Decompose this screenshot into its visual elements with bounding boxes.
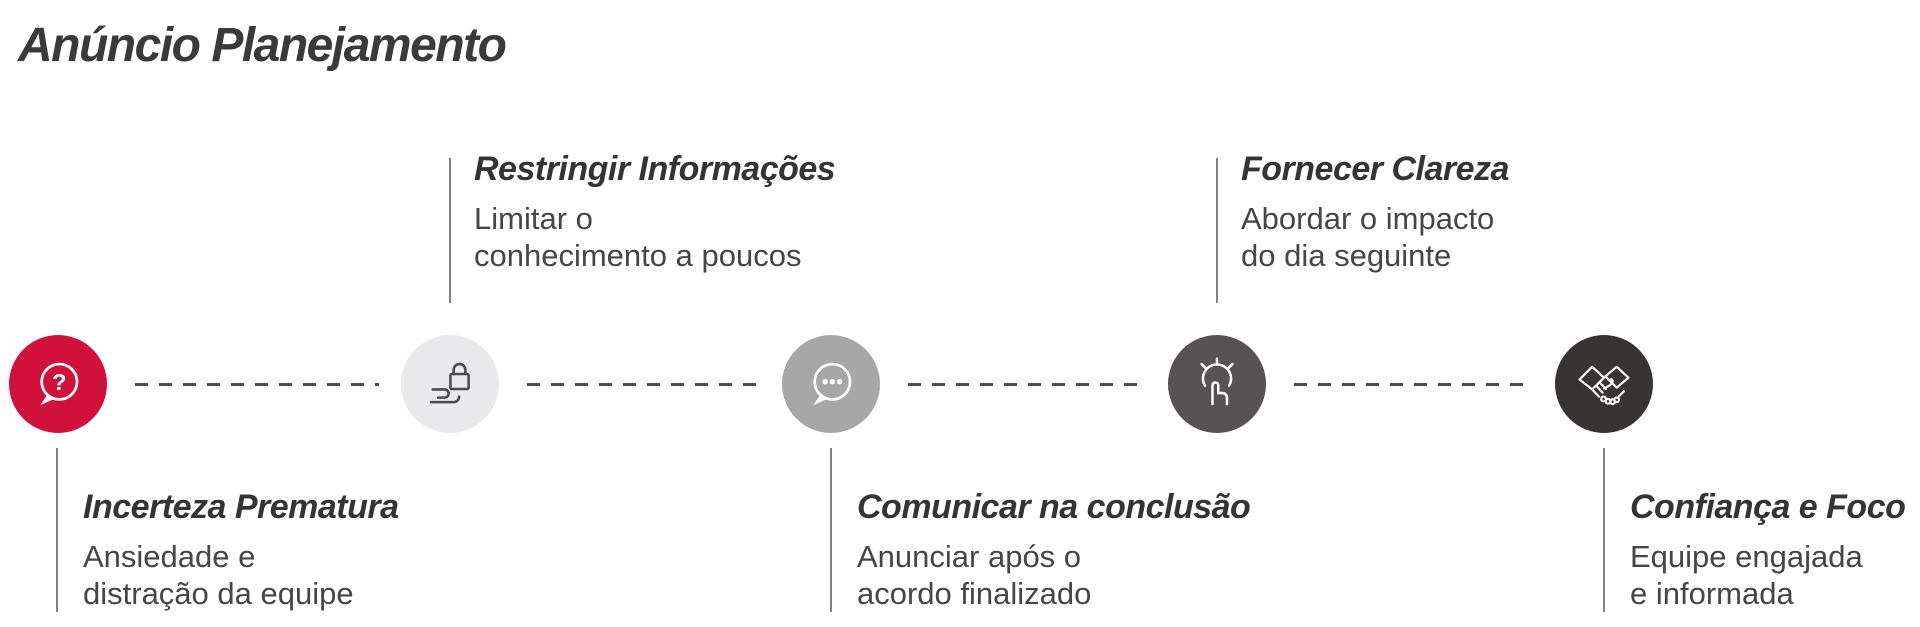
page-title: Anúncio Planejamento	[18, 19, 507, 72]
hand-lock-icon	[429, 362, 470, 404]
dashed-connector-4	[1294, 383, 1530, 386]
connector-line-node-4	[1216, 158, 1218, 303]
dashed-connector-2	[527, 383, 757, 386]
connector-line-node-1	[56, 448, 58, 612]
node-circle-clareza	[1168, 335, 1266, 433]
node-label-restringir: Restringir Informações Limitar o conheci…	[474, 146, 836, 274]
node-description: Anunciar após o acordo finalizado	[857, 539, 1092, 611]
node-title: Incerteza Prematura	[83, 488, 399, 526]
connector-line-node-5	[1603, 448, 1605, 612]
node-description: Limitar o conhecimento a poucos	[474, 201, 802, 273]
node-circle-confianca	[1555, 335, 1653, 433]
node-title: Comunicar na conclusão	[857, 488, 1251, 526]
node-description: Abordar o impacto do dia seguinte	[1241, 201, 1495, 273]
node-title: Fornecer Clareza	[1241, 150, 1509, 188]
node-label-clareza: Fornecer Clareza Abordar o impacto do di…	[1241, 146, 1509, 274]
node-circle-incerteza: ?	[9, 335, 107, 433]
handshake-icon	[1578, 365, 1630, 406]
node-circle-comunicar	[782, 335, 880, 433]
node-title: Restringir Informações	[474, 150, 836, 188]
question-bubble-icon: ?	[40, 362, 79, 406]
connector-line-node-3	[830, 448, 832, 612]
svg-text:?: ?	[52, 369, 66, 395]
node-label-confianca: Confiança e Foco Equipe engajada e infor…	[1630, 484, 1906, 612]
chat-dots-icon	[813, 362, 852, 406]
insight-tap-icon	[1200, 357, 1234, 406]
dashed-connector-3	[908, 383, 1143, 386]
node-circle-restringir	[401, 335, 499, 433]
node-description: Ansiedade e distração da equipe	[83, 539, 354, 611]
node-description: Equipe engajada e informada	[1630, 539, 1863, 611]
node-label-comunicar: Comunicar na conclusão Anunciar após o a…	[857, 484, 1251, 612]
node-label-incerteza: Incerteza Prematura Ansiedade e distraçã…	[83, 484, 399, 612]
node-title: Confiança e Foco	[1630, 488, 1906, 526]
connector-line-node-2	[449, 158, 451, 303]
dashed-connector-1	[135, 383, 379, 386]
